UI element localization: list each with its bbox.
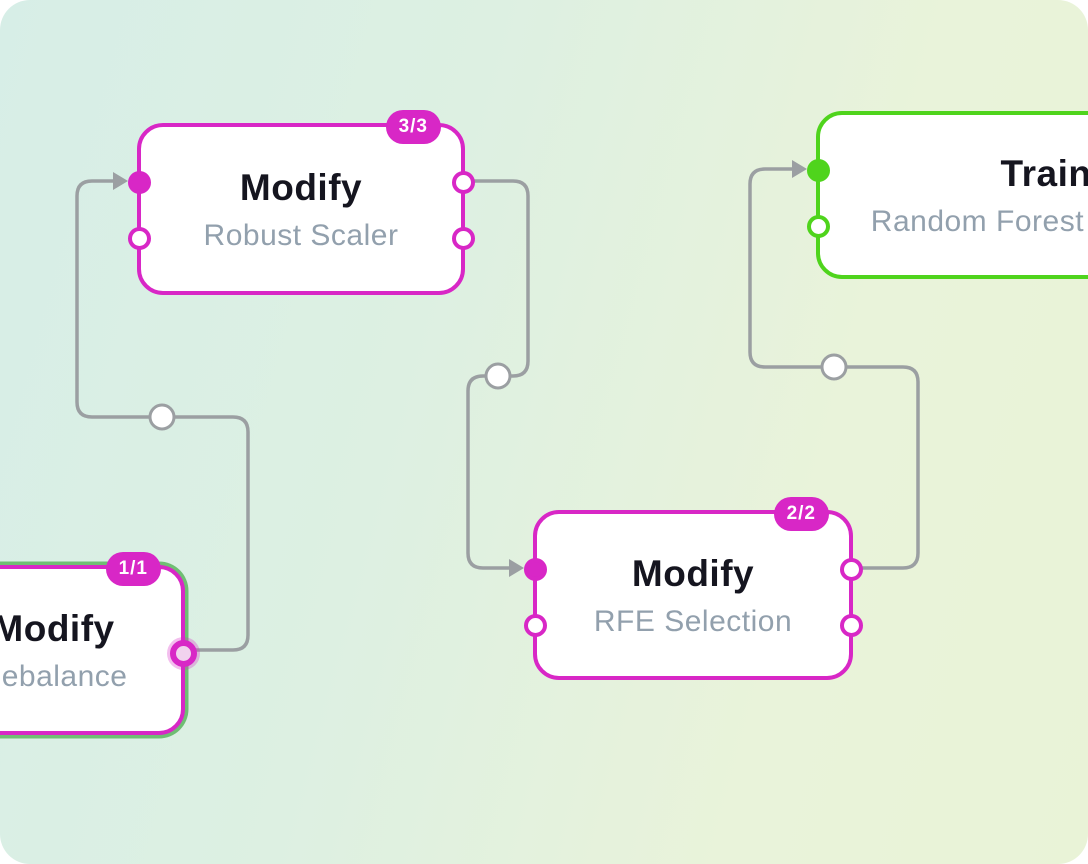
output-port-connected[interactable]	[169, 640, 197, 667]
output-port[interactable]	[451, 227, 475, 250]
node-badge: 3/3	[385, 110, 441, 144]
node-subtitle: Robust Scaler	[203, 218, 399, 252]
output-port[interactable]	[839, 558, 863, 581]
edge-arrowhead-icon	[509, 559, 524, 577]
input-port[interactable]	[523, 614, 547, 637]
node-title: Modify	[631, 552, 755, 594]
input-port-connected[interactable]	[806, 159, 830, 182]
node-title: Modify	[0, 607, 115, 649]
input-port-connected[interactable]	[523, 558, 547, 581]
node-subtitle: RFE Selection	[593, 604, 793, 638]
input-port-connected[interactable]	[127, 171, 151, 194]
node-subtitle: Rebalance	[0, 659, 128, 693]
edge-waypoint[interactable]	[820, 353, 848, 381]
edge-waypoint[interactable]	[148, 403, 176, 431]
edge-arrowhead-icon	[113, 172, 128, 190]
output-port[interactable]	[451, 171, 475, 194]
edge-arrowhead-icon	[792, 160, 807, 178]
node-train-random-forest[interactable]: Train Random Forest Classifier	[806, 111, 1088, 279]
node-modify-robust-scaler[interactable]: 3/3 Modify Robust Scaler	[127, 110, 475, 295]
node-title: Modify	[239, 166, 363, 208]
input-port[interactable]	[127, 227, 151, 250]
node-badge: 1/1	[105, 552, 161, 586]
node-badge: 2/2	[773, 497, 829, 531]
node-modify-rfe-selection[interactable]: 2/2 Modify RFE Selection	[523, 497, 863, 680]
output-port[interactable]	[839, 614, 863, 637]
node-modify-rebalance[interactable]: 1/1 Modify Rebalance	[0, 552, 197, 735]
node-title: Train	[1000, 152, 1088, 194]
edge-waypoint[interactable]	[484, 362, 512, 390]
input-port[interactable]	[806, 215, 830, 238]
node-subtitle: Random Forest Classifier	[870, 204, 1088, 238]
